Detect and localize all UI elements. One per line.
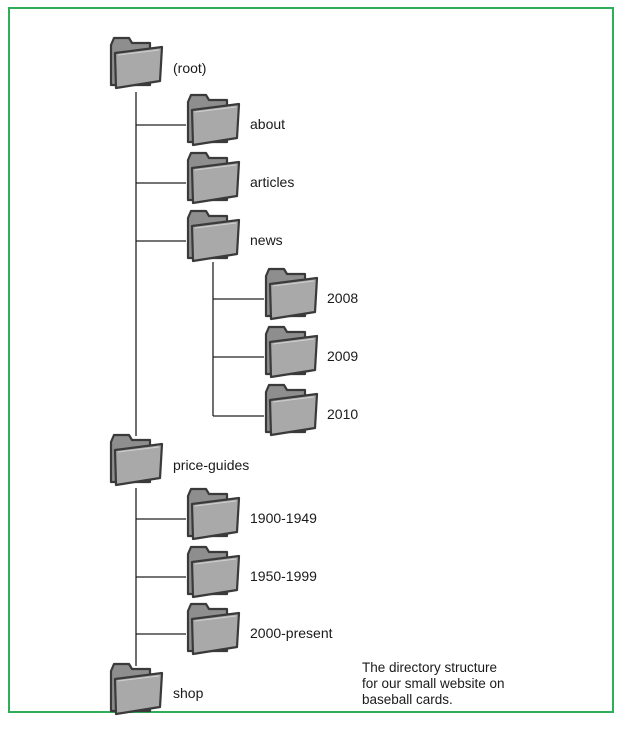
- price-guides-folder-icon: [109, 433, 164, 487]
- shop-label: shop: [173, 685, 204, 701]
- connector-lines: [135, 92, 264, 666]
- root-folder-icon: [109, 36, 164, 90]
- pg-1950-folder-icon: [186, 545, 241, 599]
- root-label: (root): [173, 60, 207, 76]
- pg-2000-folder-icon: [186, 602, 241, 656]
- caption-line: for our small website on: [362, 676, 505, 691]
- price-guides-label: price-guides: [173, 457, 250, 473]
- news-2008-folder-icon: [264, 267, 319, 321]
- articles-label: articles: [250, 174, 295, 190]
- caption-line: baseball cards.: [362, 692, 453, 707]
- shop-folder-icon: [109, 662, 164, 716]
- news-label: news: [250, 232, 283, 248]
- figure-caption: The directory structure for our small we…: [362, 660, 505, 708]
- pg-2000-label: 2000-present: [250, 625, 333, 641]
- news-2009-folder-icon: [264, 325, 319, 379]
- pg-1900-label: 1900-1949: [250, 510, 317, 526]
- news-2008-label: 2008: [327, 290, 359, 306]
- pg-1950-label: 1950-1999: [250, 568, 317, 584]
- pg-1900-folder-icon: [186, 487, 241, 541]
- caption-line: The directory structure: [362, 660, 498, 675]
- news-2010-folder-icon: [264, 383, 319, 437]
- news-2010-label: 2010: [327, 406, 359, 422]
- news-2009-label: 2009: [327, 348, 359, 364]
- news-folder-icon: [186, 209, 241, 263]
- about-folder-icon: [186, 93, 241, 147]
- articles-folder-icon: [186, 151, 241, 205]
- about-label: about: [250, 116, 286, 132]
